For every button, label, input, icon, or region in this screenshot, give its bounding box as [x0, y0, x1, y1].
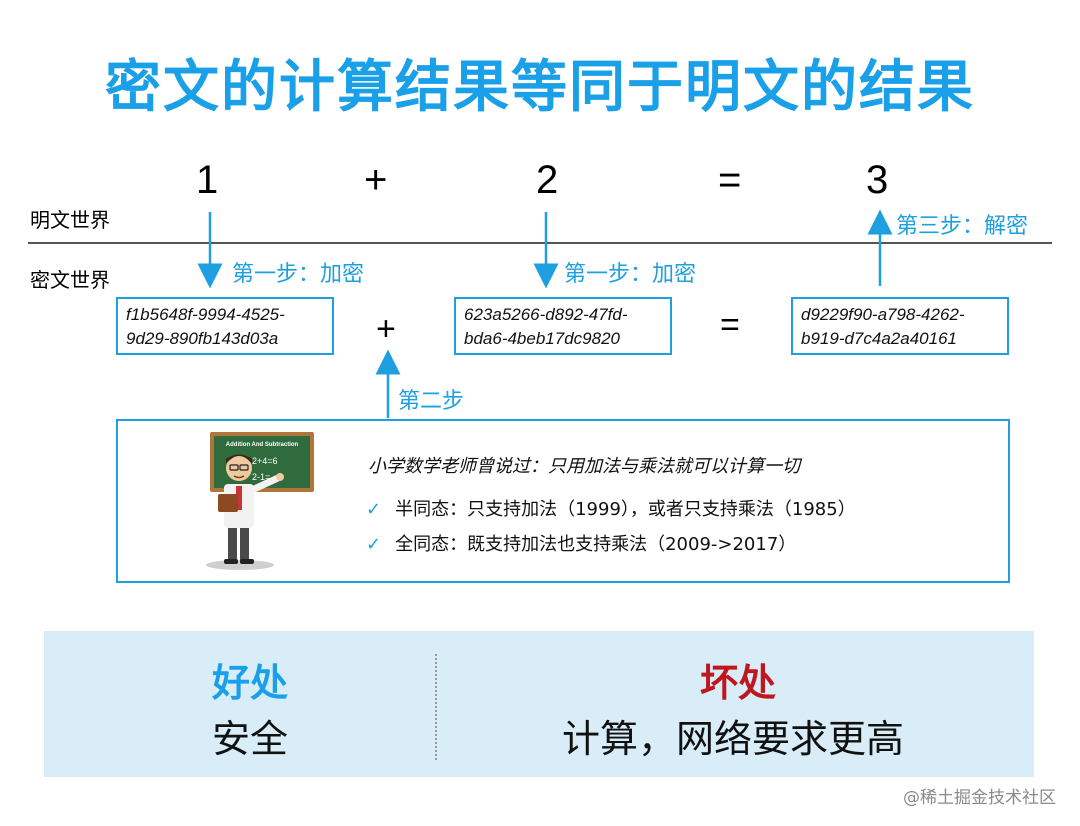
teacher-quote: 小学数学老师曾说过：只用加法与乘法就可以计算一切: [368, 456, 800, 477]
step2-label: 第二步: [398, 389, 465, 414]
ciphertext-world-label: 密文世界: [30, 268, 110, 292]
plaintext-equals-sign: =: [718, 158, 742, 202]
pro-title: 好处: [212, 661, 289, 705]
step3-decrypt-label: 第三步：解密: [896, 214, 1029, 239]
check-icon: ✓: [366, 499, 382, 520]
step1-encrypt-label-b: 第一步：加密: [564, 262, 697, 287]
con-title: 坏处: [700, 661, 777, 705]
ciphertext-equals-sign: =: [720, 306, 740, 344]
cipher-box-2-line-1: 623a5266-d892-47fd-: [464, 305, 628, 324]
plaintext-operand-2: 2: [536, 158, 559, 202]
cipher-box-1: f1b5648f-9994-4525- 9d29-890fb143d03a: [116, 297, 334, 355]
check-icon: ✓: [366, 534, 382, 555]
con-body: 计算，网络要求更高: [562, 717, 905, 761]
summary-divider: [435, 654, 437, 760]
page-title: 密文的计算结果等同于明文的结果: [105, 55, 975, 120]
cipher-box-3-line-1: d9229f90-a798-4262-: [801, 305, 965, 324]
teacher-illustration: Addition And Subtraction 2+4=6 2-1=: [206, 432, 314, 570]
plaintext-operand-1: 1: [196, 158, 219, 202]
bullet-partial-homomorphic: ✓ 半同态：只支持加法（1999），或者只支持乘法（1985）: [366, 495, 856, 521]
pro-body: 安全: [212, 717, 289, 761]
step1-encrypt-label-a: 第一步：加密: [232, 262, 365, 287]
summary-panel: [44, 631, 1034, 777]
cipher-box-1-line-1: f1b5648f-9994-4525-: [126, 305, 285, 324]
bullet-fully-homomorphic-text: 全同态：既支持加法也支持乘法（2009->2017）: [395, 534, 797, 555]
board-title: Addition And Subtraction: [226, 442, 299, 448]
cipher-box-1-line-2: 9d29-890fb143d03a: [126, 329, 279, 348]
plaintext-world-label: 明文世界: [30, 208, 110, 232]
board-line-1: 2+4=6: [252, 456, 278, 466]
bullet-fully-homomorphic: ✓ 全同态：既支持加法也支持乘法（2009->2017）: [366, 530, 796, 556]
ciphertext-plus-sign: +: [376, 310, 396, 348]
plaintext-plus-sign: +: [364, 158, 388, 202]
bullet-partial-homomorphic-text: 半同态：只支持加法（1999），或者只支持乘法（1985）: [395, 499, 856, 520]
watermark: @稀土掘金技术社区: [903, 788, 1056, 808]
cipher-box-3-line-2: b919-d7c4a2a40161: [801, 329, 957, 348]
cipher-box-2: 623a5266-d892-47fd- bda6-4beb17dc9820: [454, 297, 672, 355]
board-line-2: 2-1=: [252, 472, 270, 482]
plaintext-result: 3: [866, 158, 889, 202]
world-divider-line: [28, 242, 1052, 244]
cipher-box-2-line-2: bda6-4beb17dc9820: [464, 329, 620, 348]
cipher-box-3: d9229f90-a798-4262- b919-d7c4a2a40161: [791, 297, 1009, 355]
